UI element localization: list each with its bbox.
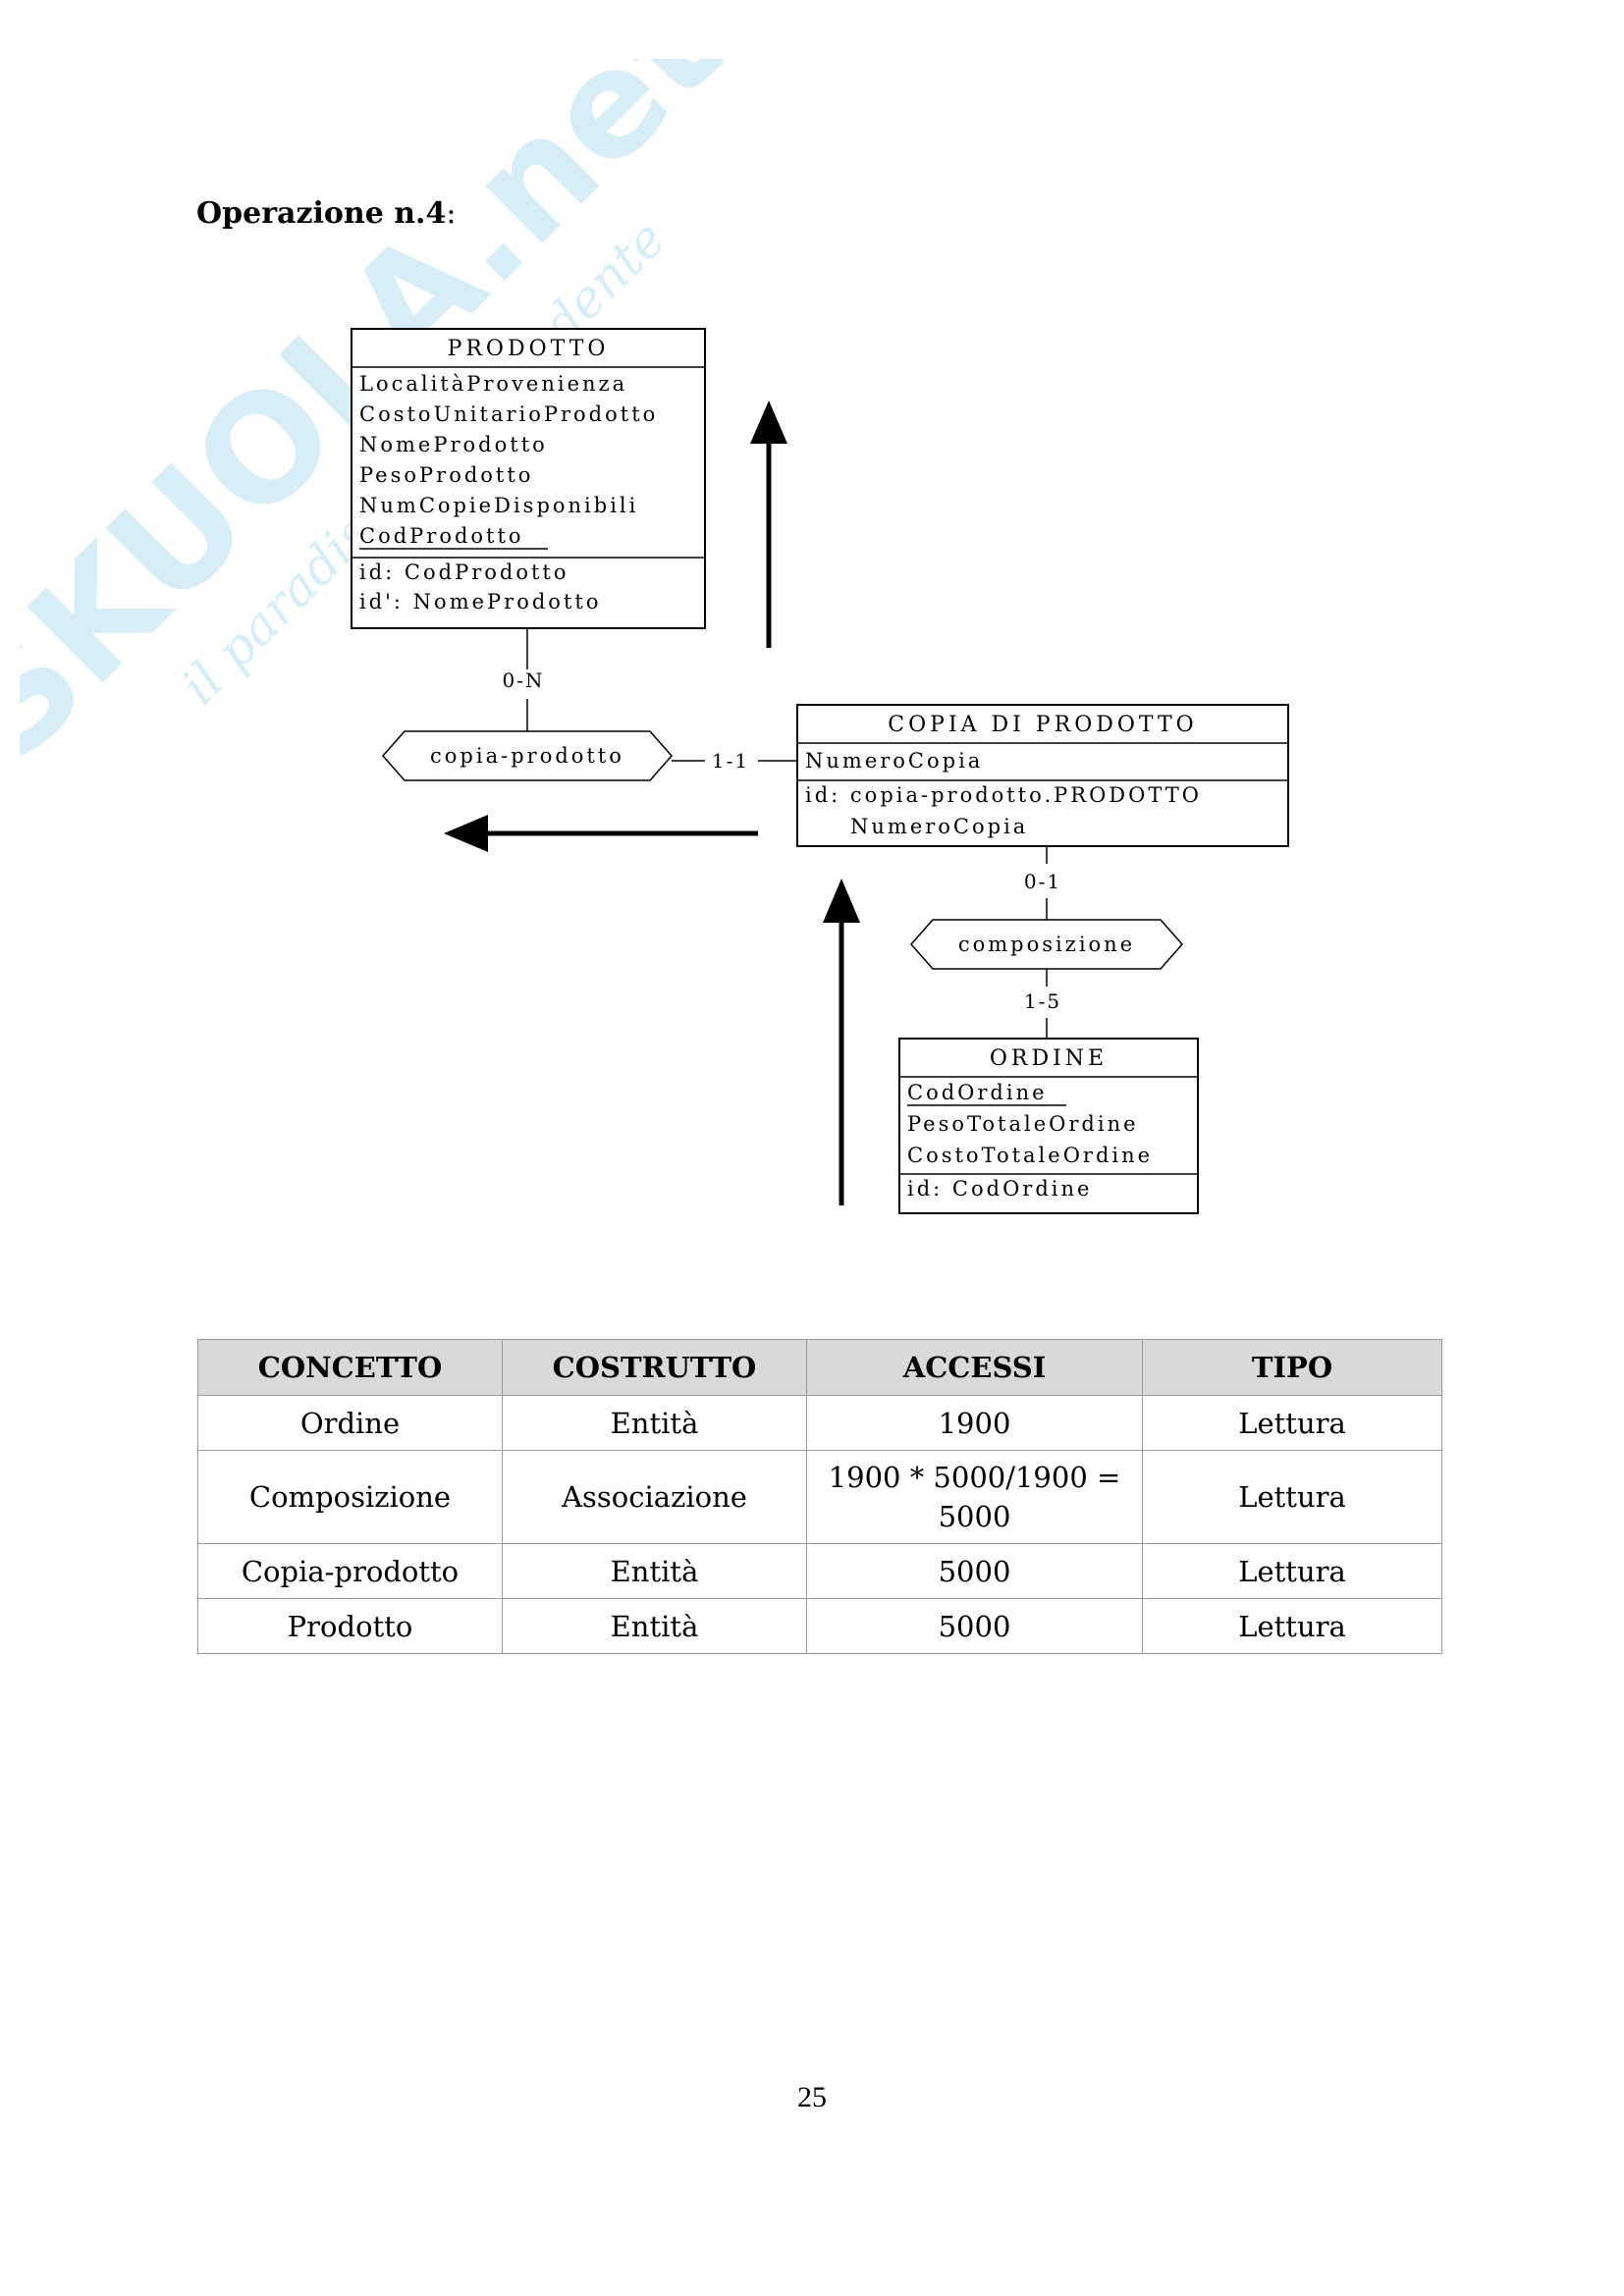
cell-accessi: 5000 — [806, 1543, 1143, 1599]
entity-prodotto: PRODOTTO LocalitàProvenienza CostoUnitar… — [351, 328, 706, 629]
entity-ordine: ORDINE CodOrdine PesoTotaleOrdine CostoT… — [898, 1038, 1199, 1214]
cell-costrutto: Associazione — [502, 1450, 807, 1544]
cell-accessi: 5000 — [806, 1598, 1143, 1654]
operation-colon: : — [446, 196, 457, 231]
cell-tipo: Lettura — [1142, 1543, 1442, 1599]
table-row: Composizione Associazione 1900 * 5000/19… — [197, 1450, 1442, 1544]
prodotto-title: PRODOTTO — [448, 337, 610, 361]
header-concetto: CONCETTO — [197, 1339, 503, 1396]
ordine-key-attr: CodOrdine — [907, 1081, 1048, 1104]
prodotto-attr: PesoProdotto — [359, 463, 533, 487]
cell-tipo: Lettura — [1142, 1395, 1442, 1451]
copia-prodotto-label: copia-prodotto — [430, 744, 624, 768]
entity-copia-di-prodotto: COPIA DI PRODOTTO NumeroCopia id: copia-… — [796, 704, 1289, 847]
cell-accessi-line1: 1900 * 5000/1900 = — [828, 1461, 1121, 1494]
header-tipo: TIPO — [1142, 1339, 1442, 1396]
ordine-attr: CostoTotaleOrdine — [907, 1144, 1153, 1167]
header-accessi: ACCESSI — [806, 1339, 1143, 1396]
cell-concetto: Copia-prodotto — [197, 1543, 503, 1599]
table-row: Prodotto Entità 5000 Lettura — [197, 1598, 1442, 1654]
relationship-copia-prodotto: copia-prodotto — [382, 730, 673, 781]
prodotto-attr: NumCopieDisponibili — [359, 494, 638, 517]
composizione-label: composizione — [958, 933, 1135, 956]
cell-tipo: Lettura — [1142, 1598, 1442, 1654]
cell-costrutto: Entità — [502, 1598, 807, 1654]
cell-accessi: 1900 — [806, 1395, 1143, 1451]
access-table: CONCETTO COSTRUTTO ACCESSI TIPO Ordine E… — [197, 1339, 1442, 1654]
copia-key-attr: NumeroCopia — [805, 749, 983, 773]
copia-title: COPIA DI PRODOTTO — [888, 713, 1197, 737]
access-arrow-up-ordine — [823, 879, 860, 1205]
cell-costrutto: Entità — [502, 1395, 807, 1451]
er-diagram: PRODOTTO LocalitàProvenienza CostoUnitar… — [351, 328, 1289, 1214]
relationship-composizione: composizione — [910, 919, 1183, 970]
cell-concetto: Composizione — [197, 1450, 503, 1544]
operation-title: Operazione n.4 — [196, 196, 447, 231]
prodotto-attr: LocalitàProvenienza — [359, 372, 627, 396]
ordine-attr: PesoTotaleOrdine — [907, 1112, 1139, 1136]
ordine-identifier: id: CodOrdine — [907, 1177, 1092, 1201]
header-costrutto: COSTRUTTO — [502, 1339, 807, 1396]
cell-tipo: Lettura — [1142, 1450, 1442, 1544]
table-row: Ordine Entità 1900 Lettura — [197, 1395, 1442, 1451]
cell-concetto: Ordine — [197, 1395, 503, 1451]
table-row: Copia-prodotto Entità 5000 Lettura — [197, 1543, 1442, 1599]
card-copia-composizione: 0-1 — [1024, 870, 1061, 893]
cell-costrutto: Entità — [502, 1543, 807, 1599]
prodotto-attr: NomeProdotto — [359, 433, 548, 456]
cell-concetto: Prodotto — [197, 1598, 503, 1654]
card-ordine-composizione: 1-5 — [1024, 989, 1061, 1013]
access-arrow-left-copia — [444, 815, 758, 852]
operation-heading: Operazione n.4: — [196, 196, 456, 231]
prodotto-identifier: id: CodProdotto — [359, 561, 568, 584]
copia-identifier: id: copia-prodotto.PRODOTTO — [805, 783, 1202, 807]
prodotto-identifier: id': NomeProdotto — [359, 590, 601, 614]
prodotto-key-attr: CodProdotto — [359, 524, 524, 548]
prodotto-attr: CostoUnitarioProdotto — [359, 402, 658, 426]
card-copia-prodotto: 1-1 — [712, 749, 749, 773]
card-prodotto: 0-N — [503, 668, 545, 692]
cell-accessi-line2: 5000 — [938, 1500, 1011, 1533]
access-arrow-up-prodotto — [750, 400, 787, 648]
page-number: 25 — [797, 2081, 827, 2113]
table-header-row: CONCETTO COSTRUTTO ACCESSI TIPO — [197, 1339, 1442, 1396]
cell-accessi: 1900 * 5000/1900 = 5000 — [806, 1450, 1143, 1544]
ordine-title: ORDINE — [990, 1046, 1108, 1071]
copia-identifier: NumeroCopia — [850, 815, 1028, 838]
